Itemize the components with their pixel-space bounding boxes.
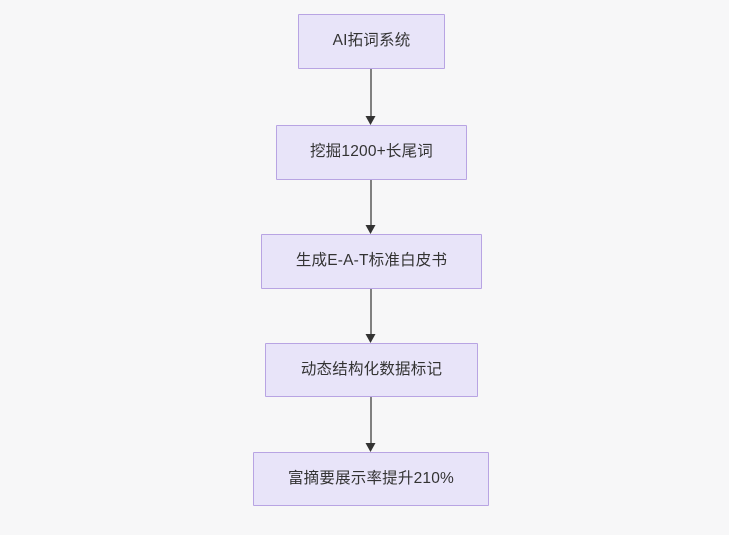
edge-line [370,289,372,335]
arrowhead-icon [365,116,376,125]
flowchart-node-dynamic-structured-data-markup[interactable]: 动态结构化数据标记 [265,343,478,397]
node-label: 富摘要展示率提升210% [287,469,455,487]
node-label: 动态结构化数据标记 [300,360,443,378]
arrowhead-icon [365,334,376,343]
flowchart-node-ai-keyword-system[interactable]: AI拓词系统 [298,14,445,69]
flowchart-node-rich-snippet-impression-lift[interactable]: 富摘要展示率提升210% [253,452,489,506]
flowchart-node-generate-eat-whitepaper[interactable]: 生成E-A-T标准白皮书 [261,234,482,289]
arrowhead-icon [365,443,376,452]
edge-line [370,397,372,444]
arrowhead-icon [365,225,376,234]
node-label: 挖掘1200+长尾词 [309,143,434,161]
node-label: AI拓词系统 [332,32,411,50]
edge-line [370,69,372,117]
edge-line [370,180,372,226]
node-label: 生成E-A-T标准白皮书 [295,252,448,270]
flowchart-node-mine-longtail-keywords[interactable]: 挖掘1200+长尾词 [276,125,467,180]
